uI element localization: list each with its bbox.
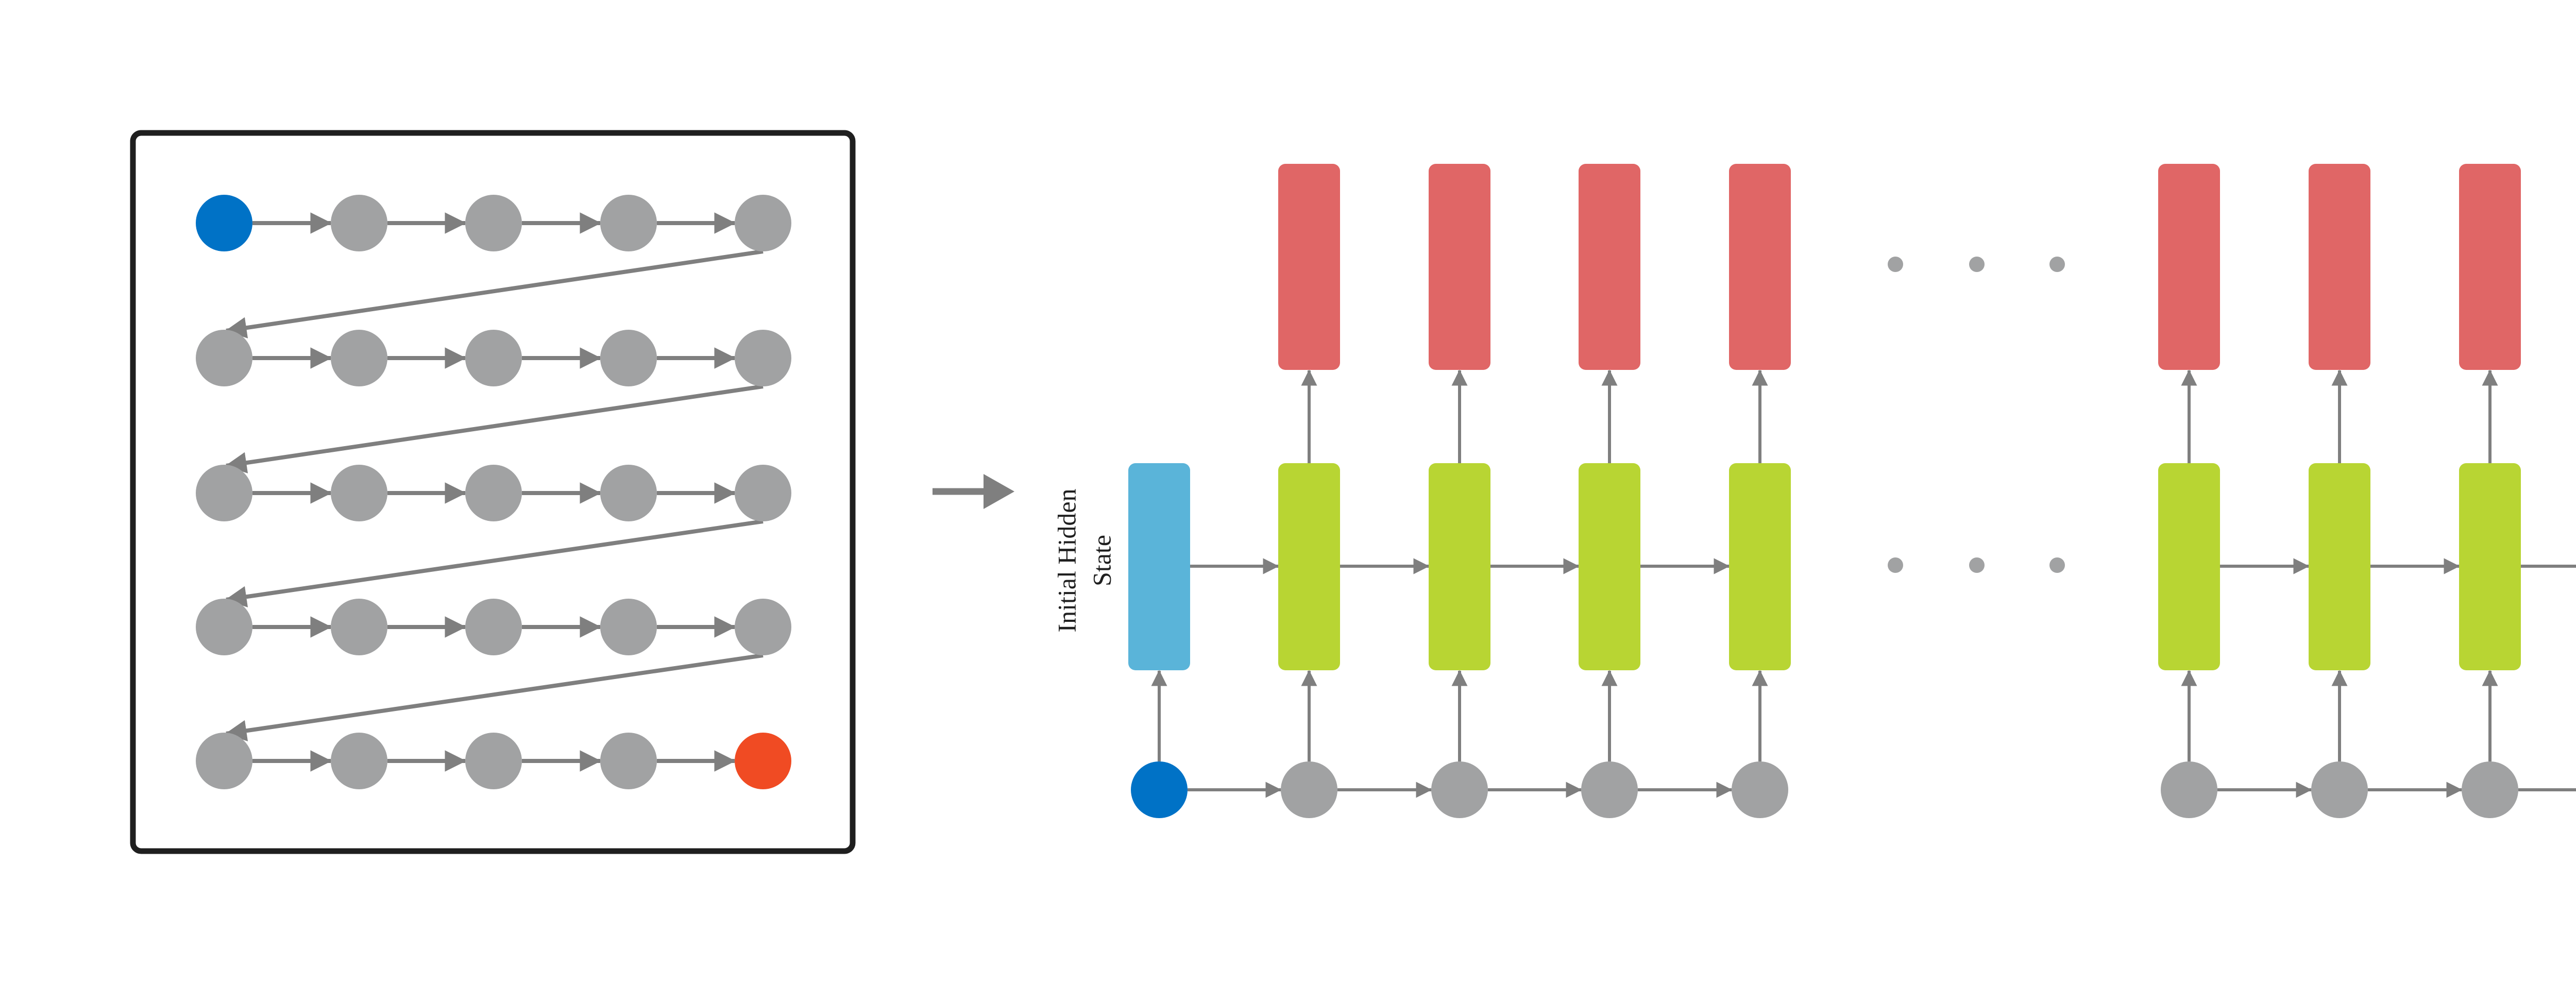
ellipsis-dot [1969,257,1985,272]
probability-box [1579,164,1640,370]
input-node [2161,761,2217,818]
input-node [1431,761,1488,818]
grid-node [196,330,252,386]
grid-wrap-arrow [225,384,764,473]
input-node [2311,761,2368,818]
grid-wrap-arrow [225,519,764,607]
input-node [1281,761,1337,818]
grid-node [600,599,657,655]
grid-node [331,465,387,521]
probability-box [1278,164,1340,370]
grid-node [331,330,387,386]
grid-node [331,733,387,789]
probability-box [2309,164,2370,370]
probability-box [2459,164,2521,370]
grid-node [735,599,791,655]
initial-hidden-state-label-line-1: Initial Hidden [1052,488,1081,633]
probability-box [2158,164,2220,370]
grid-wrap-arrow [225,249,764,338]
hidden-state-box [2158,463,2220,670]
input-node [1581,761,1638,818]
hidden-state-box [2309,463,2370,670]
hidden-state-box [1729,463,1791,670]
grid-node [600,733,657,789]
hidden-state-box [1278,463,1340,670]
grid-node [331,195,387,251]
ellipsis-dot [1888,557,1903,573]
grid-node [735,330,791,386]
input-start-node [1131,761,1188,818]
grid-node [465,330,522,386]
initial-hidden-state-box [1128,463,1190,670]
grid-traversal-panel [130,130,856,854]
grid-node [735,465,791,521]
hidden-state-box [1579,463,1640,670]
grid-node [196,599,252,655]
grid-node [465,195,522,251]
grid-node [465,599,522,655]
grid-end-node [735,733,791,789]
hidden-state-box [2459,463,2521,670]
probability-box [1729,164,1791,370]
grid-node [600,330,657,386]
grid-start-node [196,195,252,251]
hidden-state-box [1429,463,1490,670]
grid-node [600,195,657,251]
initial-hidden-state-label: Initial Hidden State [1050,488,1120,632]
ellipsis-dot [1969,557,1985,573]
grid-node [331,599,387,655]
input-node [1732,761,1788,818]
grid-node [465,465,522,521]
grid-node [196,733,252,789]
probability-box [1429,164,1490,370]
grid-node [465,733,522,789]
initial-hidden-state-label-line-2: State [1087,535,1116,586]
grid-node [600,465,657,521]
transition-arrow-head [984,474,1014,509]
ellipsis-dot [2049,257,2065,272]
grid-wrap-arrow [225,653,764,741]
input-node [2462,761,2518,818]
transition-arrow [933,474,1014,509]
ellipsis-dot [2049,557,2065,573]
rnn-unrolled-diagram [1128,164,2576,818]
grid-node [196,465,252,521]
ellipsis-dot [1888,257,1903,272]
grid-node [735,195,791,251]
